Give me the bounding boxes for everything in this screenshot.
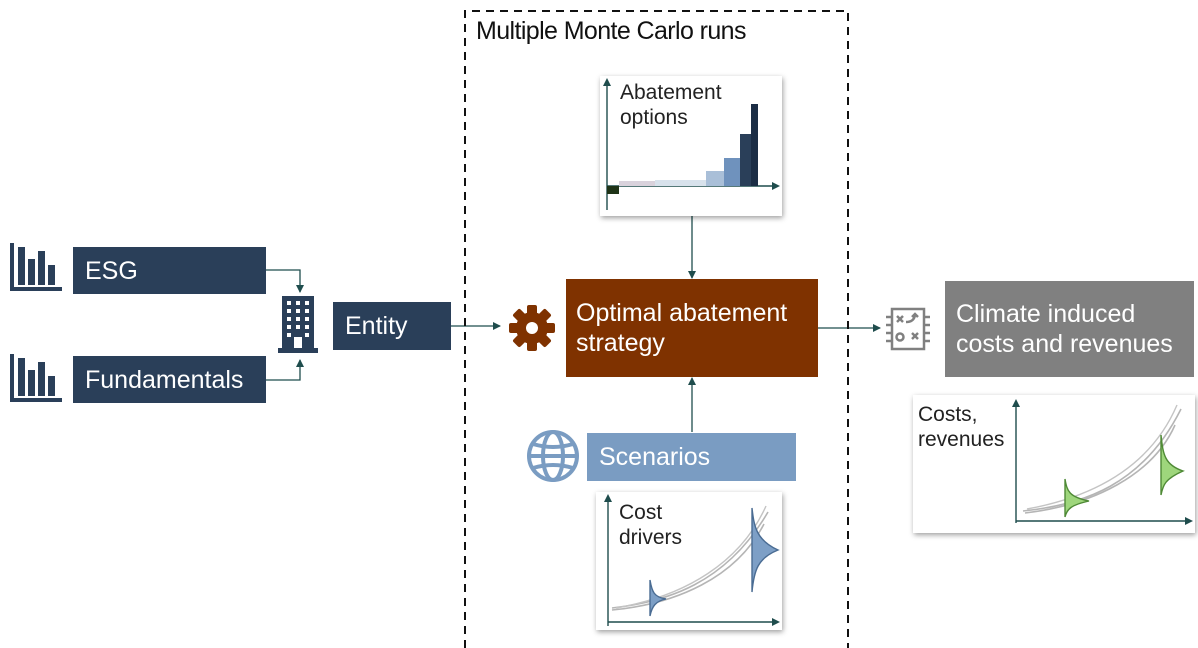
abatement-bar (607, 186, 619, 194)
green-distribution (1064, 478, 1090, 518)
abatement-bar (751, 104, 758, 186)
building-icon (278, 296, 318, 353)
costs-revenues-chart (1012, 399, 1193, 525)
fundamentals-box: Fundamentals (73, 356, 266, 403)
cost-drivers-label: Cost drivers (619, 501, 683, 550)
globe-icon (527, 430, 579, 482)
fundamentals-to-entity-connector (266, 359, 304, 381)
cost-drivers-chart (604, 494, 780, 626)
abatement-bar (655, 180, 706, 186)
abatement-bar (740, 134, 751, 186)
abatement-options-chart (603, 78, 780, 210)
blue-distribution (649, 579, 667, 617)
gear-icon (509, 305, 555, 351)
optimal-strategy-label: Optimal abatement strategy (576, 299, 788, 357)
cost-drivers-card (596, 492, 782, 630)
costs-revenues-label: Costs, revenues (918, 403, 1005, 452)
costs-revenues-card (913, 395, 1195, 533)
climate-costs-box: Climate induced costs and revenues (945, 281, 1194, 377)
blue-distribution (751, 507, 780, 593)
esg-box: ESG (73, 247, 266, 294)
monte-carlo-title: Multiple Monte Carlo runs (476, 17, 746, 45)
esg-to-entity-connector (266, 269, 304, 293)
abatement-bar (724, 158, 740, 186)
abatement-bar (619, 181, 655, 186)
entity-label: Entity (345, 312, 408, 340)
climate-costs-label: Climate induced costs and revenues (956, 300, 1173, 358)
curve (1022, 408, 1182, 512)
scenarios-box: Scenarios (587, 433, 796, 481)
abatement-options-label: Abatement options (620, 81, 722, 130)
curve (1024, 424, 1176, 514)
fundamentals-label: Fundamentals (85, 365, 244, 394)
esg-label: ESG (85, 256, 138, 285)
entity-box: Entity (333, 302, 451, 350)
optimal-strategy-box: Optimal abatement strategy (566, 279, 818, 377)
curve (1026, 404, 1178, 510)
strategy-board-icon (886, 307, 930, 351)
bar-chart-icon (10, 354, 62, 402)
green-distribution (1160, 434, 1185, 496)
scenarios-label: Scenarios (599, 443, 711, 471)
abatement-bar (706, 171, 724, 186)
bar-chart-icon (10, 243, 62, 291)
